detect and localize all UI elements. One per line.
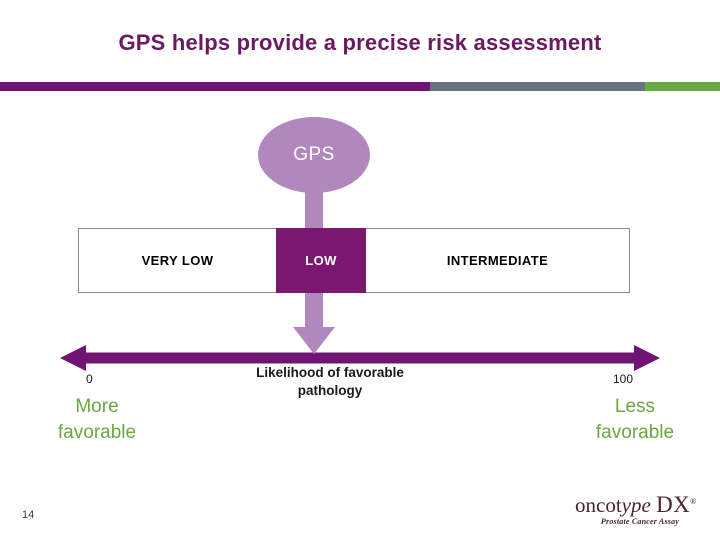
registered-mark-icon: ® (690, 497, 697, 506)
scale-caption-line-2: pathology (297, 383, 363, 399)
less-favorable-line-1: Less (614, 396, 656, 417)
scale-double-arrow-icon (60, 345, 660, 371)
logo-word-dx: DX (656, 492, 691, 517)
divider-segment-green (645, 82, 720, 91)
scale-min-label: 0 (86, 372, 93, 386)
more-favorable-label: More favorable (22, 394, 172, 445)
divider-segment-gray (430, 82, 645, 91)
page-title: GPS helps provide a precise risk assessm… (118, 30, 602, 55)
less-favorable-line-2: favorable (595, 421, 675, 443)
less-favorable-label: Less favorable (560, 394, 710, 445)
oncotype-dx-logo: oncotype DX® Prostate Cancer Assay (575, 493, 705, 533)
logo-wordmark: oncotype DX® (575, 493, 705, 516)
more-favorable-line-2: favorable (57, 421, 137, 443)
logo-subtitle: Prostate Cancer Assay (600, 517, 680, 526)
risk-category-table: VERY LOW LOW INTERMEDIATE (78, 228, 630, 293)
risk-cell-low: LOW (276, 228, 366, 293)
scale-caption-line-1: Likelihood of favorable (256, 365, 404, 380)
risk-cell-very-low: VERY LOW (141, 253, 214, 268)
risk-cell-intermediate: INTERMEDIATE (446, 253, 549, 268)
scale-caption: Likelihood of favorable pathology (215, 364, 445, 400)
divider-bar (0, 82, 720, 91)
page-number: 14 (22, 509, 35, 521)
logo-word-ype: ype (621, 493, 651, 517)
divider-segment-purple (0, 82, 430, 91)
scale-max-label: 100 (613, 372, 634, 386)
gps-bubble: GPS (258, 117, 370, 193)
more-favorable-line-1: More (75, 396, 119, 417)
gps-bubble-label: GPS (293, 144, 335, 165)
logo-word-oncot: oncot (575, 493, 622, 517)
gps-bubble-stem (305, 188, 323, 230)
down-arrow-icon (293, 293, 335, 354)
